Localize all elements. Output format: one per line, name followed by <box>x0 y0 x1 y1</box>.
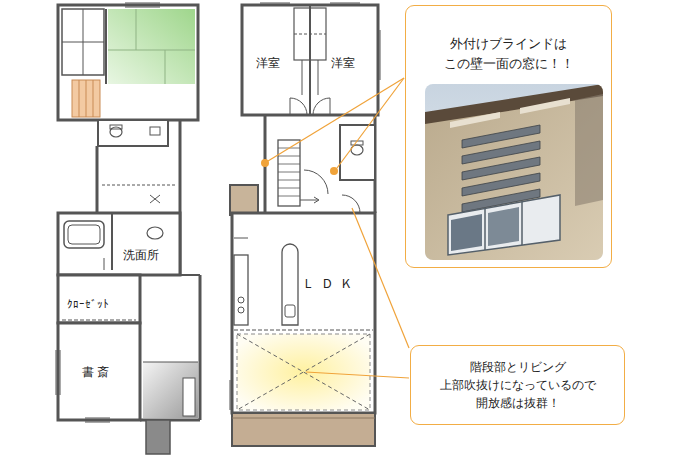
callout-box: 階段部とリビング 上部吹抜けになっているので 開放感は抜群！ <box>410 345 625 425</box>
callout-box: 外付けブラインドは この壁一面の窓に！！ <box>405 5 612 268</box>
room-name: 洋室 <box>254 56 282 70</box>
callout-text: 外付けブラインドは この壁一面の窓に！！ <box>416 34 601 73</box>
room-name: 洗面所 <box>121 248 161 262</box>
room-name: ＬＤＫ <box>300 276 361 292</box>
second-floor-plan <box>230 3 380 446</box>
room-name: 洋室 <box>329 56 357 70</box>
leader-dots <box>261 159 338 175</box>
building-photo <box>425 84 603 260</box>
first-floor-plan <box>56 3 200 454</box>
room-name: ｸﾛｰｾﾞｯﾄ <box>65 298 111 311</box>
callout-text: 階段部とリビング 上部吹抜けになっているので 開放感は抜群！ <box>421 358 614 412</box>
room-name: 書斎 <box>80 365 114 379</box>
leader-lines <box>268 78 409 378</box>
